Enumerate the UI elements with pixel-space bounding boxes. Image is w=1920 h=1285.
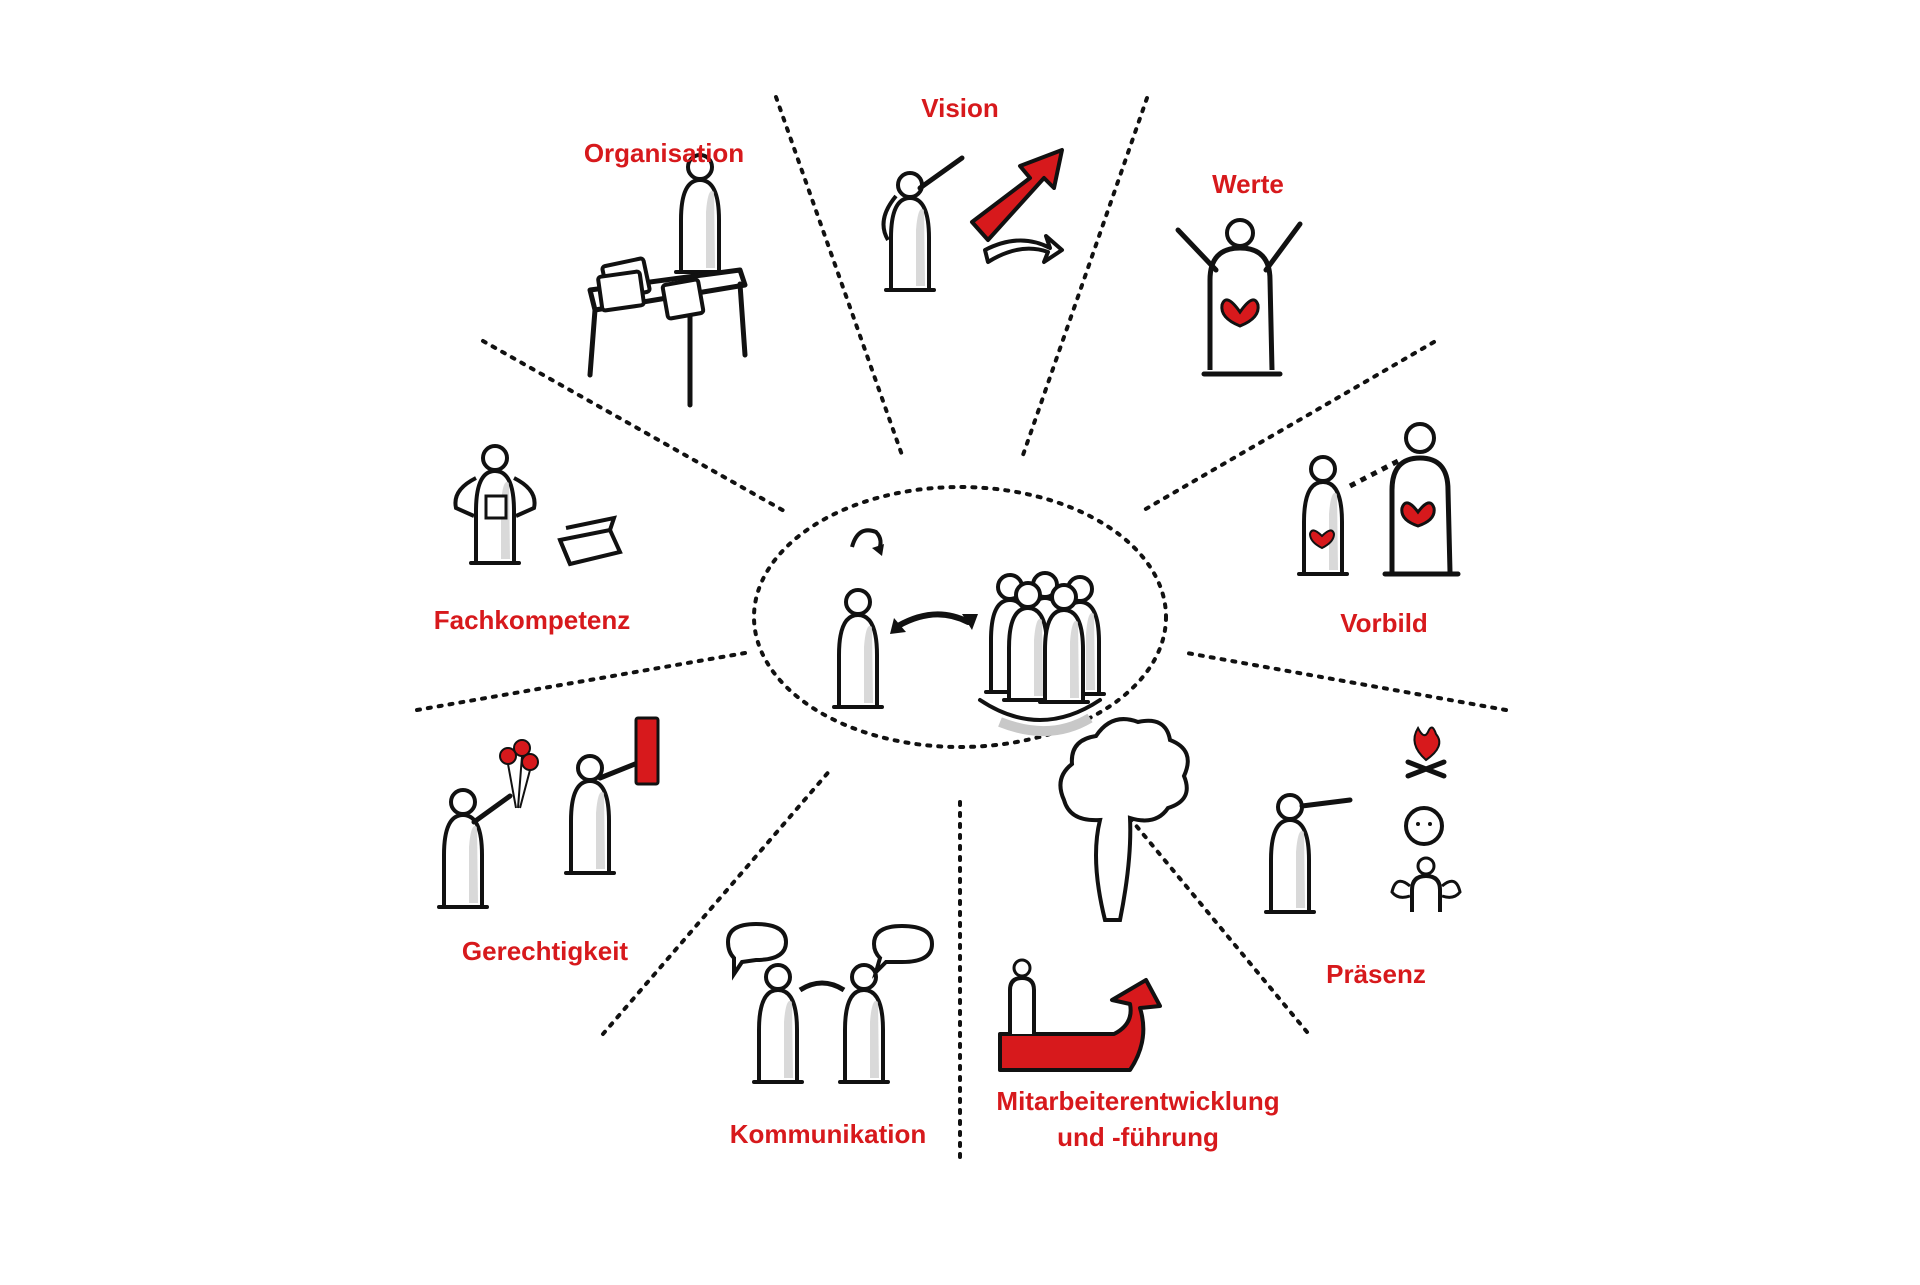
toolbox-icon: [558, 515, 617, 565]
tree-icon: [1058, 717, 1190, 922]
paper-icon: [660, 277, 706, 321]
gerechtigkeit-illustration: [437, 716, 660, 909]
heart-icon-small: [1308, 529, 1336, 550]
heart-icon: [1220, 298, 1260, 328]
separator-rays: [415, 95, 1508, 1167]
growth-arrow-icon: [998, 978, 1162, 1072]
label-mitarbeiterentwicklung-line1: Mitarbeiterentwicklung: [996, 1086, 1280, 1116]
speech-bubble-left-icon: [725, 921, 789, 981]
speech-bubble-right-icon: [871, 923, 935, 979]
fachkompetenz-illustration: [453, 444, 623, 567]
label-fachkompetenz: Fachkompetenz: [433, 605, 631, 635]
label-mitarbeiterentwicklung-line2: und -führung: [1057, 1122, 1219, 1152]
center-leader-team-illustration: [832, 528, 1106, 736]
red-card-icon: [634, 716, 660, 786]
small-arrow-icon: [983, 234, 1064, 264]
angel-icon: [1390, 856, 1462, 912]
werte-illustration: [1175, 218, 1303, 377]
kommunikation-illustration: [725, 921, 935, 1084]
label-vorbild: Vorbild: [1340, 608, 1428, 638]
leader-figure: [832, 588, 884, 709]
vorbild-illustration: [1297, 422, 1461, 577]
label-werte: Werte: [1212, 169, 1284, 199]
ray-top-right: [1021, 96, 1149, 457]
label-kommunikation: Kommunikation: [729, 1119, 927, 1149]
mitarbeiterentwicklung-illustration: [998, 717, 1190, 1072]
center-ellipse: [752, 485, 1168, 749]
ray-lower-right: [1185, 651, 1508, 712]
organisation-illustration: [587, 153, 748, 408]
ray-top-left: [774, 95, 904, 457]
campfire-icon: [1405, 725, 1447, 779]
label-gerechtigkeit: Gerechtigkeit: [461, 936, 629, 966]
red-arrow-icon: [970, 148, 1064, 242]
flowers-icon: [499, 739, 539, 809]
label-organisation: Organisation: [583, 138, 745, 168]
label-vision: Vision: [921, 93, 999, 123]
ray-bottom-right: [1088, 768, 1309, 1034]
dialog-arrow-icon: [798, 980, 846, 993]
ray-bottom-left: [601, 766, 834, 1036]
vision-illustration: [881, 148, 1064, 292]
face-icon: [1404, 806, 1444, 846]
ray-lower-left: [415, 651, 747, 712]
label-praesenz: Präsenz: [1326, 959, 1426, 989]
ray-upper-right: [1142, 340, 1436, 512]
exchange-arrow-icon: [895, 611, 971, 629]
praesenz-illustration: [1264, 725, 1462, 914]
team-figures: [984, 571, 1106, 704]
heart-icon-large: [1400, 501, 1436, 528]
ray-upper-left: [481, 339, 788, 514]
